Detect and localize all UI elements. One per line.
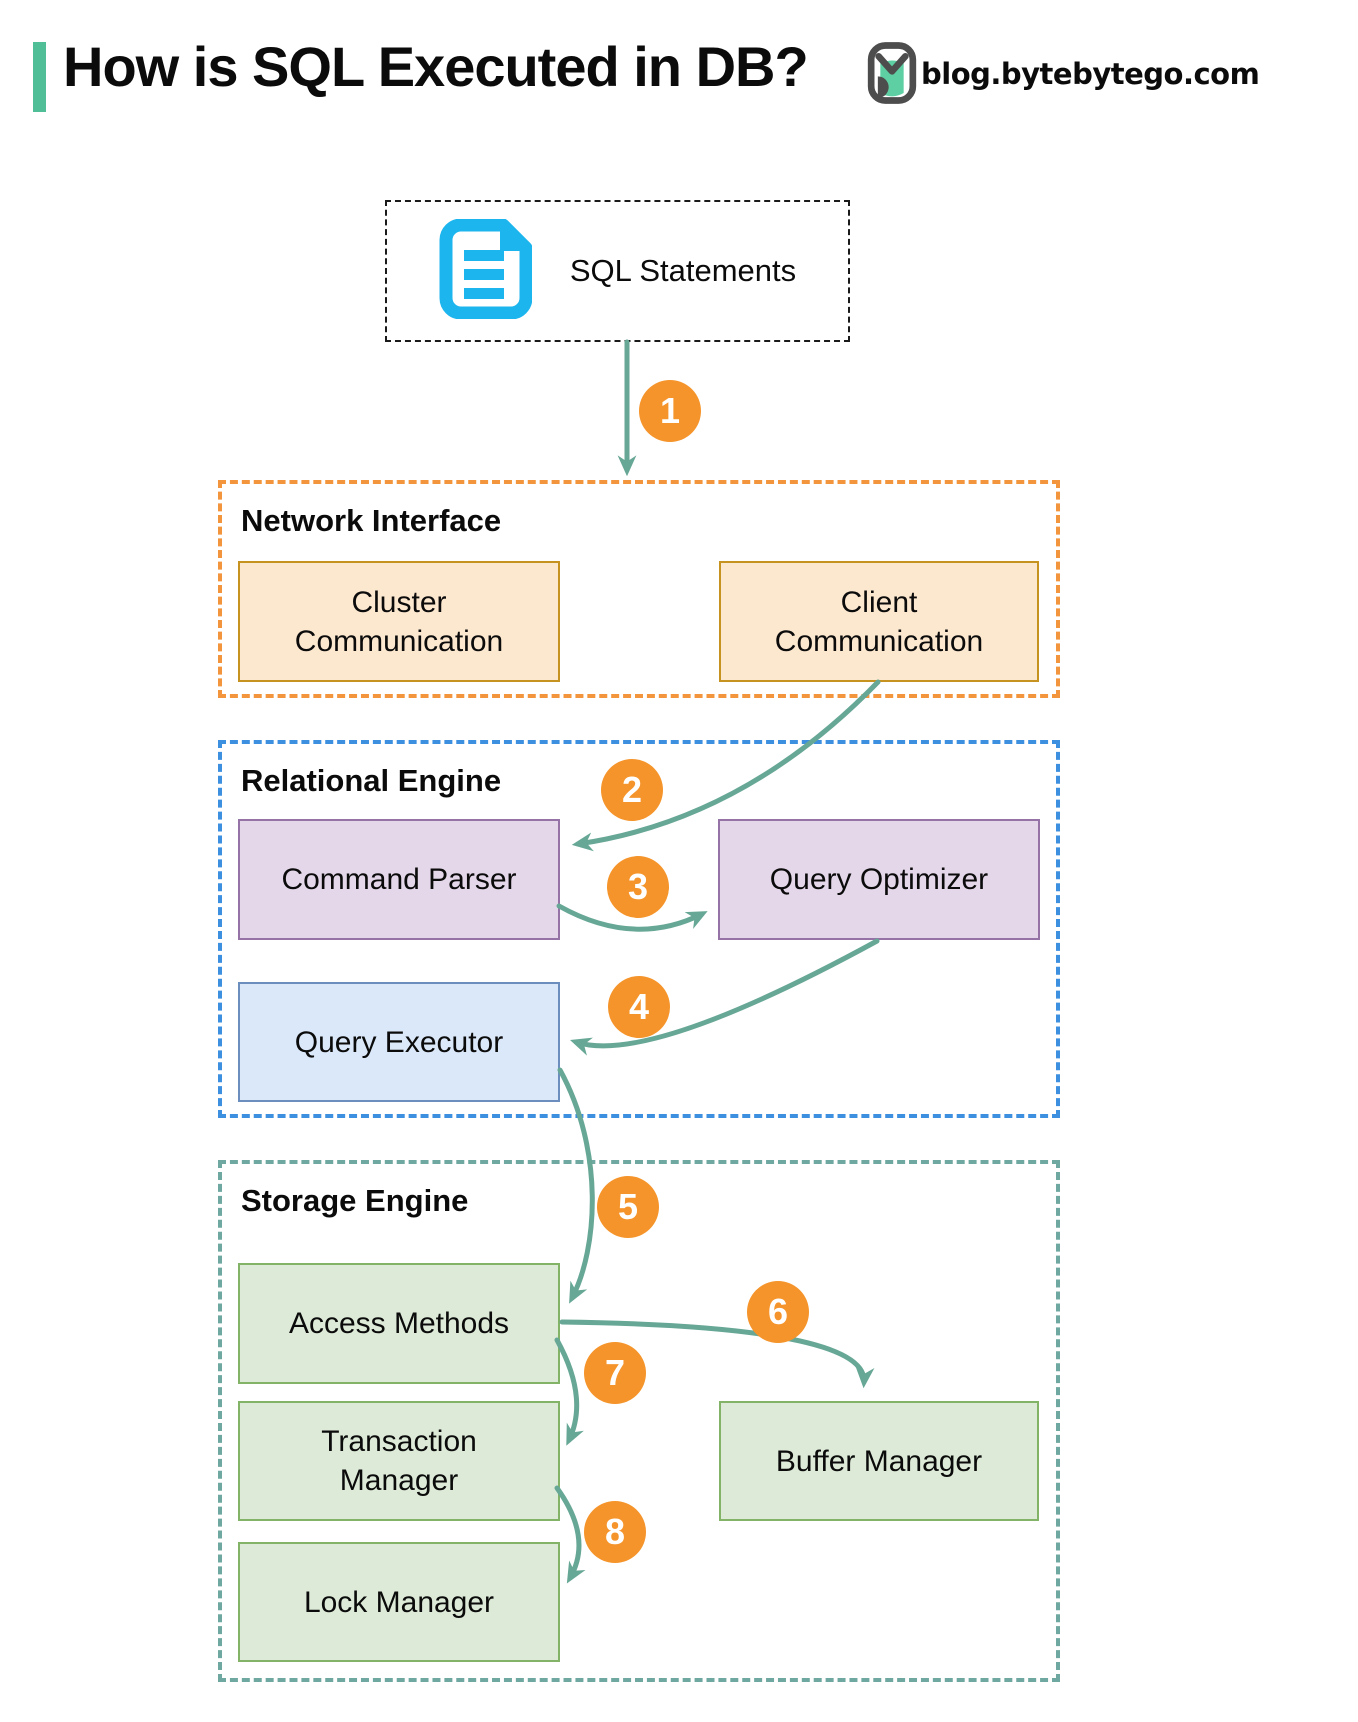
bytebytego-logo-icon (867, 41, 917, 110)
step-badge-6: 6 (747, 1281, 809, 1343)
storage-engine-section: Storage Engine (218, 1160, 1060, 1682)
relational-engine-label: Relational Engine (241, 763, 502, 798)
command-parser-node: Command Parser (238, 819, 560, 940)
step-badge-8: 8 (584, 1501, 646, 1563)
step-badge-3: 3 (607, 856, 669, 918)
page-title: How is SQL Executed in DB? (63, 35, 809, 98)
sql-statements-label: SQL Statements (569, 253, 797, 288)
step-badge-2: 2 (601, 759, 663, 821)
query-optimizer-node: Query Optimizer (718, 819, 1040, 940)
client-communication-node: Client Communication (719, 561, 1039, 682)
step-badge-4: 4 (608, 976, 670, 1038)
access-methods-node: Access Methods (238, 1263, 560, 1384)
sql-document-icon (439, 218, 533, 324)
query-executor-node: Query Executor (238, 982, 560, 1102)
title-accent-bar (33, 42, 46, 112)
network-interface-label: Network Interface (241, 503, 502, 538)
step-badge-1: 1 (639, 380, 701, 442)
transaction-manager-node: Transaction Manager (238, 1401, 560, 1521)
step-badge-7: 7 (584, 1342, 646, 1404)
brand-url: blog.bytebytego.com (921, 57, 1260, 91)
buffer-manager-node: Buffer Manager (719, 1401, 1039, 1521)
storage-engine-label: Storage Engine (241, 1183, 469, 1218)
cluster-communication-node: Cluster Communication (238, 561, 560, 682)
sql-statements-box: SQL Statements (385, 200, 850, 342)
lock-manager-node: Lock Manager (238, 1542, 560, 1662)
step-badge-5: 5 (597, 1176, 659, 1238)
